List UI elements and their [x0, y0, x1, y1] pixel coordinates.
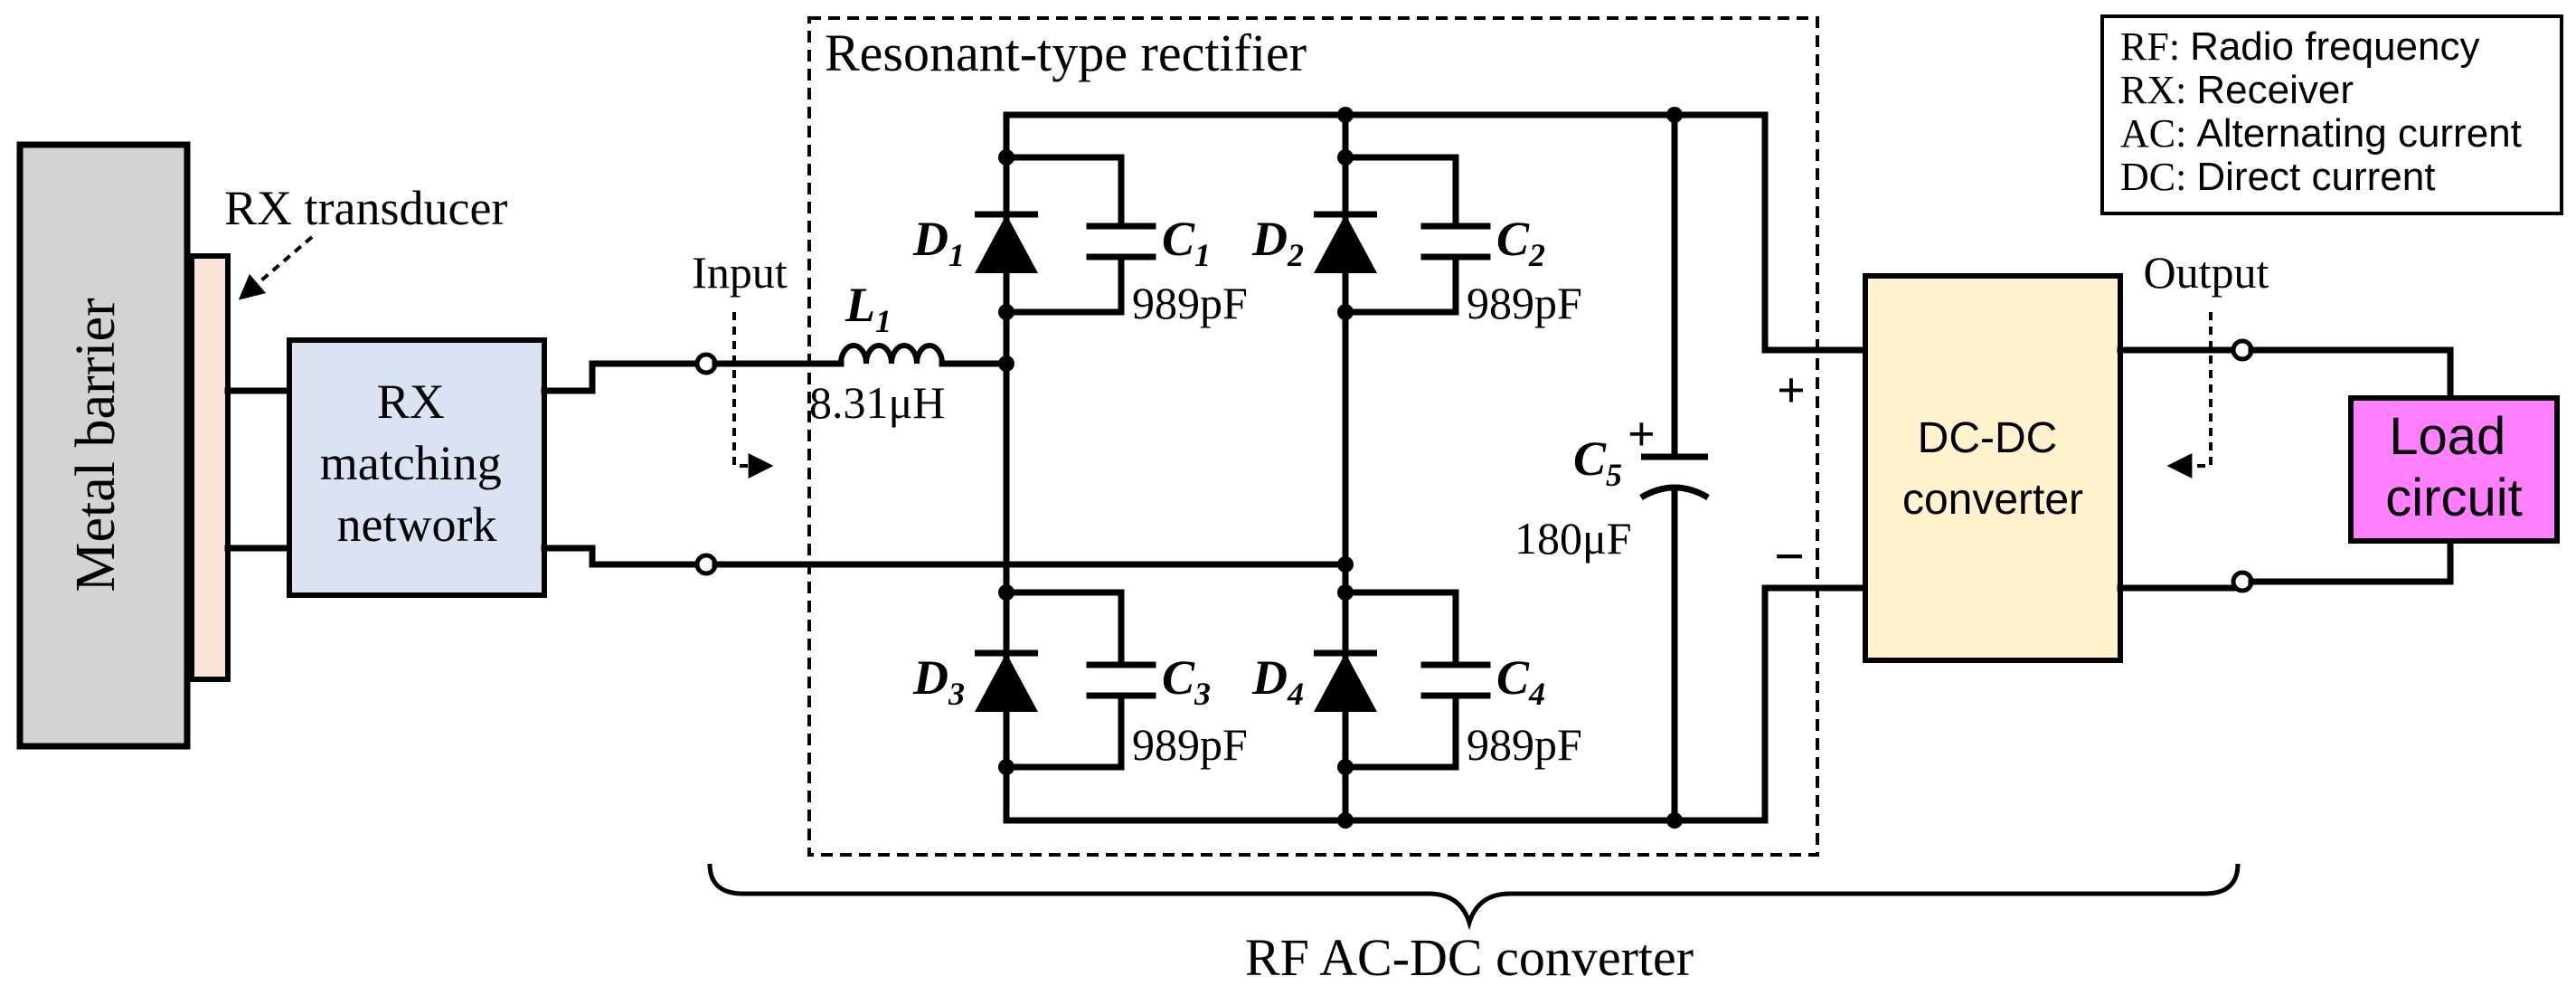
wire-C3-bottom	[1003, 692, 1125, 771]
L1-value: 8.31μH	[809, 377, 945, 428]
capacitor-C1	[1086, 223, 1156, 261]
C2-label: C2	[1496, 212, 1545, 273]
wire-C1-top	[1003, 154, 1125, 230]
load-circuit	[2348, 395, 2560, 544]
wire-C4-top	[1342, 589, 1459, 668]
C5-value: 180μF	[1514, 513, 1632, 564]
junction-dots	[998, 107, 1683, 829]
wire-input-top	[541, 360, 702, 394]
dcdc-converter	[1863, 273, 2123, 663]
wire-C4-bottom	[1342, 692, 1459, 771]
legend-entries: RF: Radio frequency RX: Receiver AC: Alt…	[2120, 24, 2522, 199]
C5-polarity: +	[1628, 407, 1656, 461]
C4-label: C4	[1496, 650, 1545, 712]
rx-matching-label: RX matching network	[320, 374, 514, 552]
L1-label: L1	[845, 278, 892, 339]
wire-load-top	[2248, 346, 2454, 402]
output-label: Output	[2144, 247, 2269, 298]
legend-item: AC: Alternating current	[2120, 111, 2522, 156]
wire-load-bottom	[2248, 537, 2454, 585]
rx-matching-network	[287, 337, 547, 598]
legend-item: RF: Radio frequency	[2120, 24, 2479, 69]
rx-transducer	[189, 253, 231, 682]
metal-barrier	[16, 141, 191, 750]
C3-label: C3	[1162, 650, 1211, 712]
rx-transducer-arrow	[238, 235, 314, 300]
wire-C1-bottom	[1003, 253, 1125, 316]
capacitor-C2	[1420, 223, 1491, 261]
C1-label: C1	[1162, 212, 1211, 273]
wire-C2-bottom	[1342, 253, 1459, 316]
D2-label: D2	[1251, 212, 1304, 273]
C3-value: 989pF	[1132, 719, 1248, 770]
input-label: Input	[692, 247, 788, 298]
capacitor-C5	[1639, 453, 1710, 501]
capacitor-C3	[1086, 661, 1156, 699]
C1-value: 989pF	[1132, 278, 1248, 328]
wire-top-rail	[1003, 111, 1869, 354]
capacitor-C4	[1420, 661, 1491, 699]
load-label: Load circuit	[2385, 407, 2522, 527]
diode-D4	[1314, 649, 1377, 712]
C5-label: C5	[1573, 431, 1622, 493]
output-plus: +	[1777, 363, 1806, 419]
D3-label: D3	[912, 650, 965, 712]
wire-bottom-rail	[1003, 584, 1869, 824]
diode-D1	[975, 211, 1038, 273]
D4-label: D4	[1251, 650, 1304, 712]
inductor-L1	[838, 343, 945, 365]
D1-label: D1	[912, 212, 965, 273]
rectifier-box	[807, 16, 1819, 857]
metal-barrier-label: Metal barrier	[65, 298, 127, 592]
legend-item: RX: Receiver	[2120, 68, 2354, 112]
rf-acdc-brace	[707, 863, 2241, 931]
output-minus: −	[1774, 526, 1805, 586]
input-arrow	[732, 312, 774, 479]
rf-acdc-label: RF AC-DC converter	[1245, 928, 1694, 987]
wire-C3-top	[1003, 589, 1125, 668]
legend-item: DC: Direct current	[2120, 155, 2435, 199]
wire-input-bottom	[541, 545, 702, 568]
rx-transducer-label: RX transducer	[224, 181, 507, 235]
dcdc-label: DC-DC converter	[1902, 414, 2083, 524]
output-arrow	[2166, 312, 2213, 479]
diode-D3	[975, 649, 1038, 712]
rectifier-title: Resonant-type rectifier	[825, 24, 1307, 82]
diode-D2	[1314, 211, 1377, 273]
legend-box	[2100, 14, 2563, 215]
C4-value: 989pF	[1467, 719, 1582, 770]
wire-C2-top	[1342, 154, 1459, 230]
C2-value: 989pF	[1467, 278, 1582, 328]
